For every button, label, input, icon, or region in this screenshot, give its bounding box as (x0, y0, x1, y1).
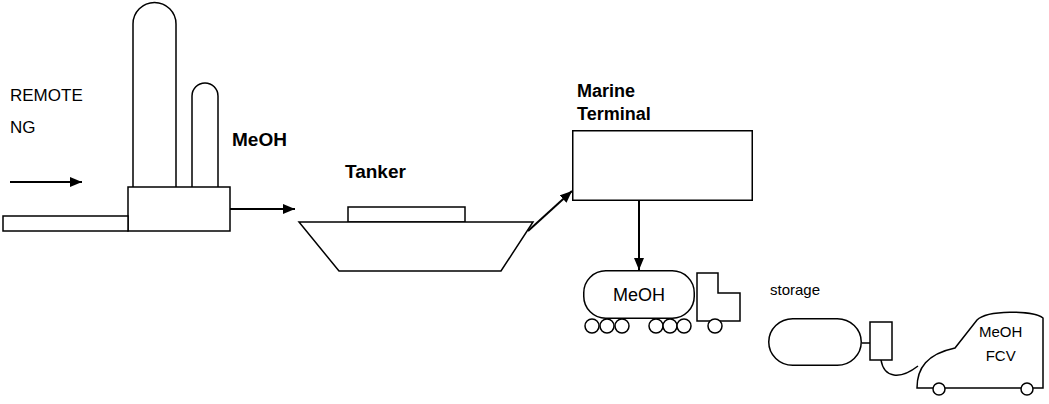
storage-tank: storage (768, 318, 862, 366)
car-wheel (933, 383, 945, 395)
tanker-ship: Tanker (298, 207, 534, 272)
truck-wheel (585, 319, 599, 333)
truck-wheel (677, 319, 691, 333)
car-body (917, 312, 1043, 388)
tanker-ship-outline (298, 207, 534, 272)
product-label: MeOH (232, 128, 287, 151)
flow-arrow (528, 191, 572, 231)
truck-wheel (663, 319, 677, 333)
fuel-dispenser (862, 322, 918, 375)
node-label: MeOH FCV (979, 320, 1022, 368)
truck-wheel (615, 319, 629, 333)
truck-wheel (708, 319, 722, 333)
methanol-outflow-arrow (230, 208, 295, 210)
source-label: REMOTE NG (10, 80, 83, 144)
car-wheel (1021, 383, 1033, 395)
node-label: MeOH (613, 284, 665, 306)
storage-outline (769, 319, 862, 366)
fuel-cell-vehicle: MeOH FCV (915, 306, 1045, 392)
node-heading: Tanker (345, 160, 406, 183)
ship-hull (299, 222, 533, 271)
dispenser-hose (881, 360, 918, 375)
gas-pipe (3, 216, 128, 231)
truck-wheel (600, 319, 614, 333)
ship-deckhouse (348, 207, 465, 222)
tank-truck: MeOH (583, 270, 695, 319)
tank-outline (584, 271, 695, 319)
truck-cab (697, 273, 740, 321)
flow-arrow (638, 201, 640, 270)
short-stack (192, 83, 218, 188)
plant-base (128, 187, 230, 231)
marine-terminal-box: Marine Terminal (572, 130, 753, 201)
dispenser-box (870, 322, 892, 360)
methanol-plant (3, 3, 230, 232)
node-heading: Marine Terminal (577, 80, 651, 126)
node-heading: storage (770, 281, 820, 299)
marine-terminal-box-outline (572, 130, 753, 201)
tall-stack (133, 3, 176, 189)
terminal-outline (573, 131, 753, 201)
fuel-cell-vehicle-outline (915, 306, 1045, 392)
storage-tank-outline (768, 318, 862, 366)
truck-wheel (649, 319, 663, 333)
gas-inflow-arrow (10, 181, 82, 183)
storage-feed-line (862, 342, 870, 344)
